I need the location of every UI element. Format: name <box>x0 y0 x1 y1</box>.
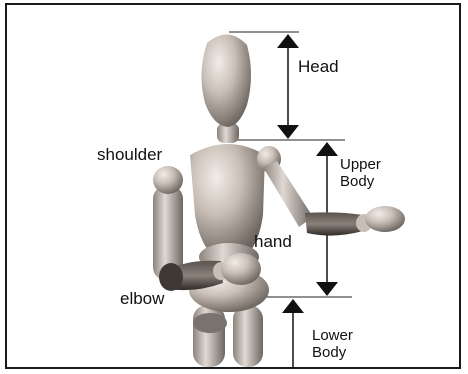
label-hand: hand <box>254 232 292 252</box>
forearm-right <box>305 212 363 235</box>
label-lower-body: Lower Body <box>312 327 353 362</box>
elbow-joint-left <box>159 263 183 291</box>
lower-body-arrow <box>282 299 304 367</box>
shoulder-joint-left <box>153 166 183 194</box>
hand-right <box>365 206 405 232</box>
leg-right <box>233 305 263 367</box>
hand-left <box>221 253 261 285</box>
knee-left <box>193 313 227 333</box>
mannequin-illustration <box>7 5 459 367</box>
label-head: Head <box>298 57 339 77</box>
label-upper-body: Upper Body <box>340 156 381 191</box>
label-elbow: elbow <box>120 289 164 309</box>
diagram-frame: Head Upper Body Lower Body shoulder hand… <box>5 3 461 369</box>
mannequin-figure <box>153 34 405 367</box>
head-arrow <box>277 34 299 139</box>
label-shoulder: shoulder <box>97 145 162 165</box>
head <box>201 34 251 127</box>
